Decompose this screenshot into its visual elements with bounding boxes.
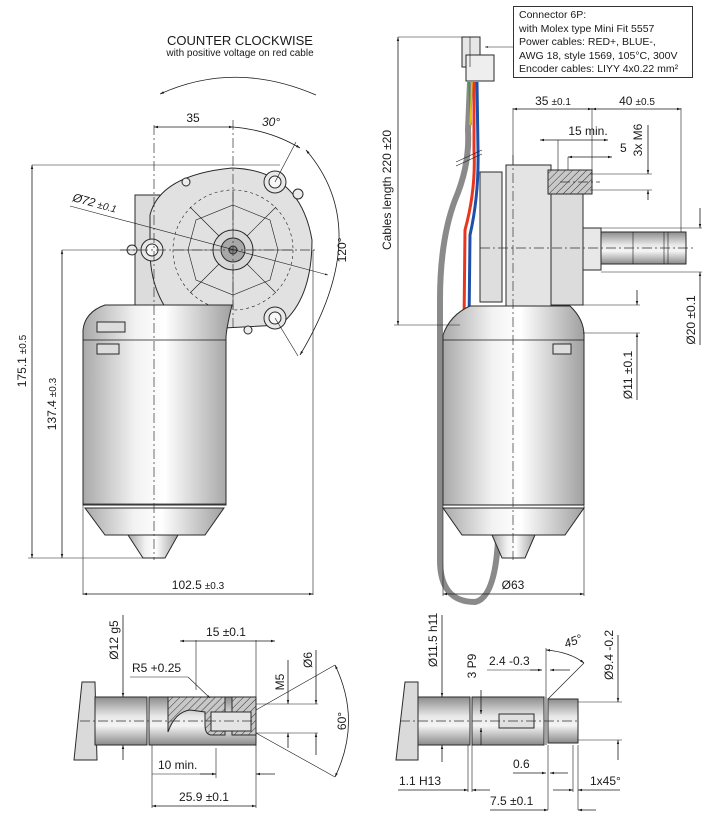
connector-note-line: AWG 18, style 1569, 105°C, 300V [519, 49, 678, 62]
dim-overall-width: 102.5±0.3 [172, 578, 225, 592]
dim-depth-35: 35±0.1 [535, 94, 571, 108]
dim-groove: 0.6 [513, 757, 530, 771]
dim-chamfer: 1x45° [590, 774, 621, 788]
connector-note-line: Power cables: RED+, BLUE-, [519, 36, 656, 48]
dim-length-7-5: 7.5 ±0.1 [490, 794, 534, 808]
dim-offset-35: 35 [186, 111, 200, 125]
rotation-arrow [159, 76, 317, 96]
motor-body-side [442, 305, 585, 559]
dim-thread-a: M5 [273, 673, 287, 690]
molex-connector [461, 36, 513, 82]
dim-axis-height: 137.4±0.3 [45, 377, 59, 430]
dim-angle-30: 30° [262, 115, 280, 129]
connector-note-line: Encoder cables: LIYY 4x0.22 mm² [519, 63, 679, 75]
cable-yellow [469, 81, 473, 126]
cable-sheath [437, 81, 501, 606]
shaft-detail-a: Ø12 g5 15 ±0.1 R5 +0.25 M5 Ø6 60° 10 min… [73, 615, 349, 808]
motor-body [82, 304, 233, 559]
dim-cables-length: Cables length 220 ±20 [380, 130, 394, 250]
dim-shaft-diameter-b: Ø11.5 h11 [426, 613, 440, 668]
cable-red [462, 82, 476, 326]
dim-length-15: 15 ±0.1 [206, 625, 246, 639]
dim-key-width: 3 P9 [465, 653, 479, 678]
connector-note-box: Connector 6P: with Molex type Mini Fit 5… [513, 6, 693, 78]
dim-thread-offset: 5 [620, 141, 627, 155]
shaft-detail-b: Ø11.5 h11 3 P9 2.4 -0.3 45° Ø9.4 -0.2 0.… [395, 613, 622, 812]
connector-note-line: Connector 6P: [519, 9, 587, 21]
rotation-direction-note: with positive voltage on red cable [166, 48, 314, 59]
dim-thread-depth: 15 min. [568, 124, 607, 138]
dim-radius: R5 +0.25 [132, 661, 181, 675]
cable-bundle [437, 81, 501, 606]
dim-ring-groove: 1.1 H13 [399, 774, 441, 788]
dim-motor-diameter: Ø63 [502, 578, 525, 592]
dim-key-depth: 2.4 -0.3 [489, 654, 530, 668]
side-view: Cables length 220 ±20 35±0.1 40±0.5 15 m… [380, 36, 702, 606]
dim-min-depth: 10 min. [158, 758, 197, 772]
dim-overall-height: 175.1±0.5 [15, 334, 29, 387]
dim-length-25-9: 25.9 ±0.1 [179, 790, 229, 804]
dim-shaft-diameter: Ø11 ±0.1 [621, 350, 635, 399]
rotation-direction-title: COUNTER CLOCKWISE [167, 33, 313, 48]
dim-hub-diameter: Ø20 ±0.1 [684, 295, 698, 345]
cable-blue [467, 81, 480, 326]
dim-shaft-40: 40±0.5 [619, 94, 655, 108]
dim-shaft-diameter-a: Ø12 g5 [107, 620, 121, 660]
connector-note-line: with Molex type Mini Fit 5557 [519, 22, 655, 35]
dim-bolt-circle: Ø72±0.1 [70, 190, 118, 215]
dim-angle-60: 60° [335, 712, 349, 730]
gearbox-side [479, 164, 687, 311]
dim-hole-a: Ø6 [301, 652, 315, 668]
dim-angle-120: 120° [335, 237, 349, 262]
dim-angle-45: 45° [562, 631, 584, 650]
dim-end-diameter: Ø9.4 -0.2 [602, 630, 616, 680]
front-view: 35 30° 120° Ø72±0.1 175.1±0.5 137.4±0.3 … [15, 76, 349, 596]
dim-thread: 3x M6 [631, 123, 645, 156]
